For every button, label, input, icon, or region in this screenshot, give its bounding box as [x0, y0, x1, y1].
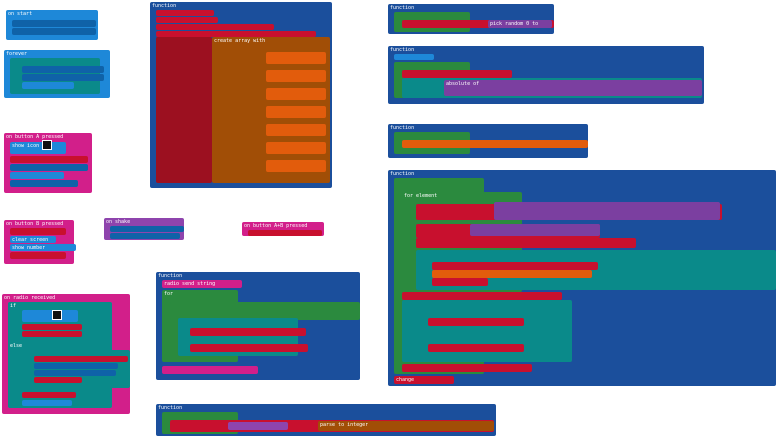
button-a-set-1[interactable] — [10, 156, 88, 163]
button-a-pause[interactable] — [10, 172, 64, 179]
parse-int-label: parse to integer — [320, 422, 369, 428]
on-shake-label: on shake — [106, 219, 131, 225]
radio-else-label: else — [8, 342, 28, 350]
absolute-of-label: absolute of — [446, 81, 480, 87]
send-radio-string[interactable]: radio send string — [162, 280, 242, 288]
button-a-call-2[interactable] — [10, 180, 78, 187]
sub-array-6[interactable] — [266, 142, 326, 154]
gen-change-final[interactable]: change — [394, 376, 454, 384]
gen-inner-set-1[interactable] — [428, 318, 524, 326]
sub-array-4[interactable] — [266, 106, 326, 118]
show-icon-block[interactable]: show icon — [10, 142, 66, 154]
on-start-label: on start — [8, 11, 33, 17]
gen-absolute-2[interactable] — [470, 224, 600, 236]
clear-screen-label: clear screen — [12, 237, 49, 243]
function-clear-label: function — [390, 47, 415, 53]
pick-random-label: pick random 0 to — [490, 21, 539, 27]
radio-led-icon[interactable] — [52, 310, 62, 320]
send-radio-string-2[interactable] — [162, 366, 258, 374]
gen-inner-set-2[interactable] — [428, 344, 524, 352]
forever-call-1[interactable] — [22, 66, 104, 73]
parse-int-block[interactable]: parse to integer — [318, 421, 494, 431]
sub-array-3[interactable] — [266, 88, 326, 100]
gen-set-5[interactable] — [402, 364, 532, 372]
radio-set-2[interactable] — [22, 331, 82, 337]
clear-plot[interactable] — [402, 70, 512, 78]
arrays-outer-array[interactable] — [156, 37, 212, 183]
arrays-set-1[interactable] — [156, 10, 214, 16]
button-b-set[interactable] — [10, 228, 66, 235]
button-b-set-2[interactable] — [10, 252, 66, 259]
on-radio-received-label: on radio received — [4, 295, 56, 301]
change-label: change — [396, 377, 415, 383]
led-icon-preview[interactable] — [42, 140, 52, 150]
function-generation-label: function — [390, 171, 415, 177]
radio-call-2[interactable] — [34, 370, 116, 376]
parse-get-value[interactable] — [228, 422, 288, 430]
arrays-set-2[interactable] — [156, 17, 218, 23]
on-button-b-label: on button B pressed — [6, 221, 64, 227]
function-plot-label: function — [390, 125, 415, 131]
radio-pause[interactable] — [22, 400, 72, 406]
random-set[interactable] — [402, 20, 554, 28]
function-random-label: function — [390, 5, 415, 11]
send-set-2[interactable] — [190, 344, 308, 352]
button-b-show-number[interactable]: show number — [10, 244, 76, 251]
forever-label: forever — [6, 51, 28, 57]
gen-set-4[interactable] — [402, 292, 562, 300]
show-icon-label: show icon — [12, 143, 40, 149]
function-send-label: function — [158, 273, 183, 279]
plot-set[interactable] — [402, 140, 588, 148]
radio-set-1[interactable] — [22, 324, 82, 330]
send-for-label: for — [164, 291, 174, 297]
button-ab-set[interactable] — [248, 230, 322, 236]
gen-set-3[interactable] — [416, 238, 636, 248]
arrays-set-4[interactable] — [156, 31, 316, 37]
gen-then-set[interactable] — [432, 262, 598, 270]
shake-call-2[interactable] — [110, 233, 180, 239]
radio-set-4[interactable] — [22, 392, 76, 398]
arrays-set-3[interactable] — [156, 24, 274, 30]
on-button-a-label: on button A pressed — [6, 134, 64, 140]
sub-array-2[interactable] — [266, 70, 326, 82]
radio-change[interactable] — [34, 377, 82, 383]
sub-array-7[interactable] — [266, 160, 326, 172]
on-start-call-1[interactable] — [12, 20, 96, 27]
on-button-ab-label: on button A+B pressed — [244, 223, 308, 229]
radio-call-1[interactable] — [34, 363, 118, 369]
sub-array-1[interactable] — [266, 52, 326, 64]
shake-call-1[interactable] — [110, 226, 184, 232]
gen-change[interactable] — [432, 278, 488, 286]
radio-if-label: if — [10, 303, 17, 309]
clear-screen-block[interactable] — [394, 54, 434, 60]
radio-send-label: radio send string — [164, 281, 216, 287]
sub-array-5[interactable] — [266, 124, 326, 136]
radio-show-icon[interactable] — [22, 310, 78, 322]
create-array-label: create array with — [214, 38, 266, 44]
send-for-inner[interactable] — [170, 302, 360, 320]
forever-pause[interactable] — [22, 82, 74, 89]
random-pick[interactable]: pick random 0 to — [488, 20, 552, 28]
send-set-1[interactable] — [190, 328, 306, 336]
for-element-label: for element — [404, 193, 438, 199]
clear-absolute[interactable]: absolute of — [444, 80, 702, 96]
gen-absolute-1[interactable] — [494, 202, 720, 220]
button-b-clear[interactable]: clear screen — [10, 236, 56, 243]
on-start-call-2[interactable] — [12, 28, 96, 35]
gen-then-set-2[interactable] — [432, 270, 592, 278]
radio-set-3[interactable] — [34, 356, 128, 362]
function-arrays-label: function — [152, 3, 177, 9]
show-number-label: show number — [12, 245, 46, 251]
function-parse-label: function — [158, 405, 183, 411]
button-a-call-1[interactable] — [10, 164, 88, 171]
forever-call-2[interactable] — [22, 74, 104, 81]
